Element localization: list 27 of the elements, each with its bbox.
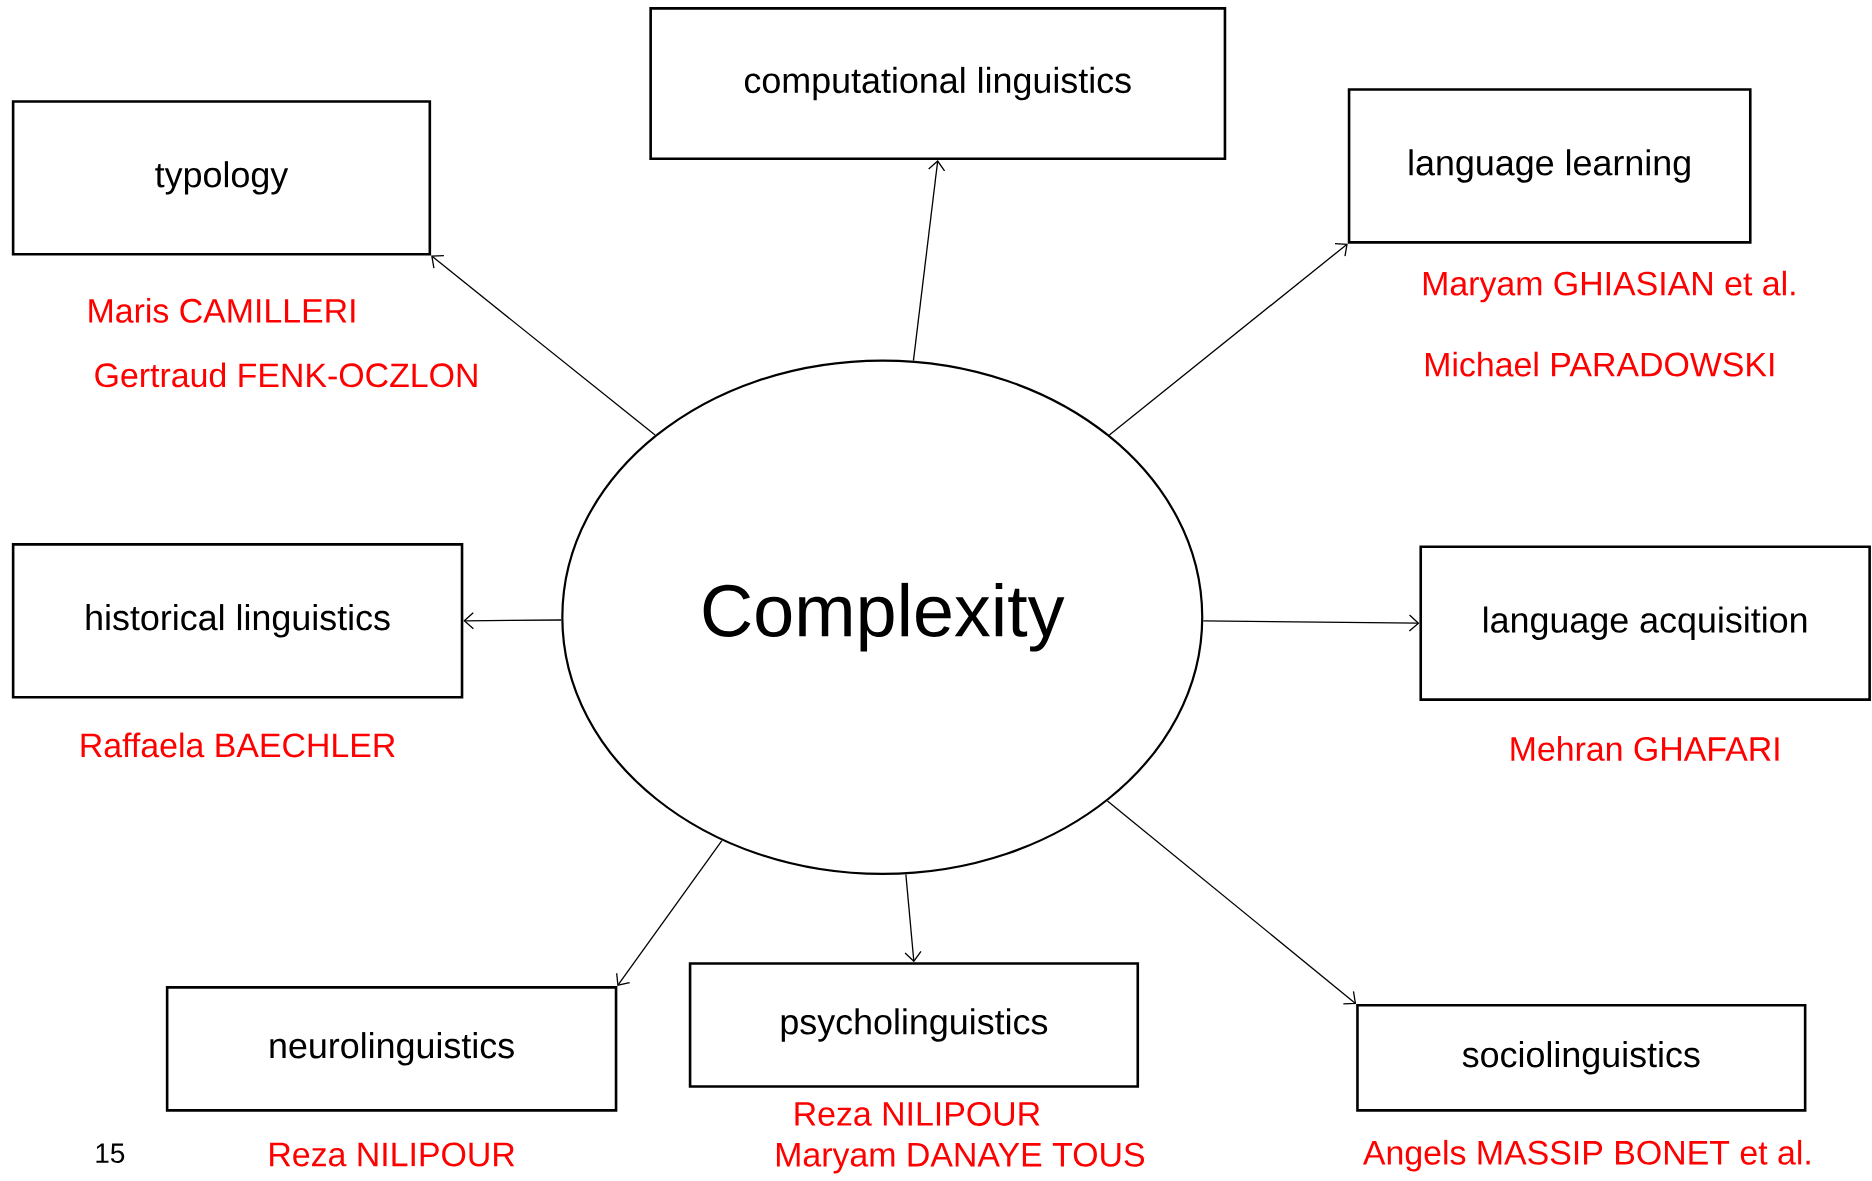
author-name: Maryam GHIASIAN et al. — [1423, 270, 1795, 303]
arrow — [463, 612, 562, 630]
topic-box: sociolinguistics — [1356, 1004, 1807, 1112]
author-name: Maryam DANAYE TOUS — [776, 1142, 1145, 1174]
author-name: Mehran GHAFARI — [1511, 736, 1779, 762]
topic-box: neurolinguistics — [165, 986, 618, 1112]
author-name: Reza NILIPOUR — [270, 1142, 515, 1167]
author-name: Maris CAMILLERI — [89, 298, 355, 323]
topic-box: historical linguistics — [11, 543, 464, 699]
topic-box: language acquisition — [1419, 545, 1871, 702]
topic-box: typology — [11, 100, 432, 256]
arrow — [1106, 800, 1357, 1005]
arrow — [1202, 614, 1420, 632]
arrow — [431, 255, 656, 436]
arrow — [912, 160, 946, 362]
arrow — [1108, 243, 1348, 436]
arrow — [904, 873, 922, 963]
author-name: Angels MASSIP BONET et al. — [1362, 1140, 1810, 1172]
author-name: Raffaela BAECHLER — [81, 732, 395, 758]
topic-box: computational linguistics — [649, 7, 1227, 161]
arrow — [616, 840, 723, 987]
topic-box: psycholinguistics — [688, 962, 1140, 1088]
topic-box: language learning — [1347, 88, 1752, 244]
author-name: Gertraud FENK-OCZLON — [95, 362, 477, 388]
author-name: Michael PARADOWSKI — [1425, 351, 1774, 377]
author-name: Reza NILIPOUR — [795, 1102, 1040, 1126]
page-number: 15 — [96, 1143, 125, 1164]
